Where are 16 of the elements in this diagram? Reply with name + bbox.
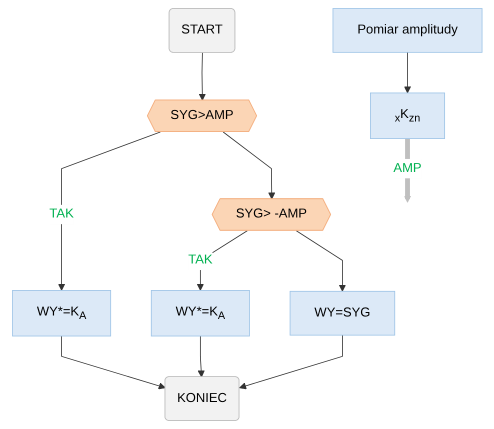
edge-label: TAK (49, 207, 74, 221)
edge-label: AMP (393, 161, 422, 176)
arrow (198, 52, 206, 101)
arrow (222, 132, 275, 200)
edge-label: TAK (188, 253, 212, 267)
arrow (58, 132, 160, 291)
arrow (60, 336, 166, 390)
arrow (404, 52, 411, 94)
arrow (296, 230, 346, 292)
node-box: WY*=K$_{A}$ (150, 290, 250, 336)
node-box: $_{x}$K$_{zn}$ (370, 92, 445, 139)
node-box: WY*=K$_{A}$ (12, 290, 111, 336)
node-box: WY=SYG (289, 290, 395, 336)
node-box: Pomiar amplitudy (332, 8, 482, 53)
arrow (238, 334, 343, 390)
arrow (197, 336, 204, 378)
